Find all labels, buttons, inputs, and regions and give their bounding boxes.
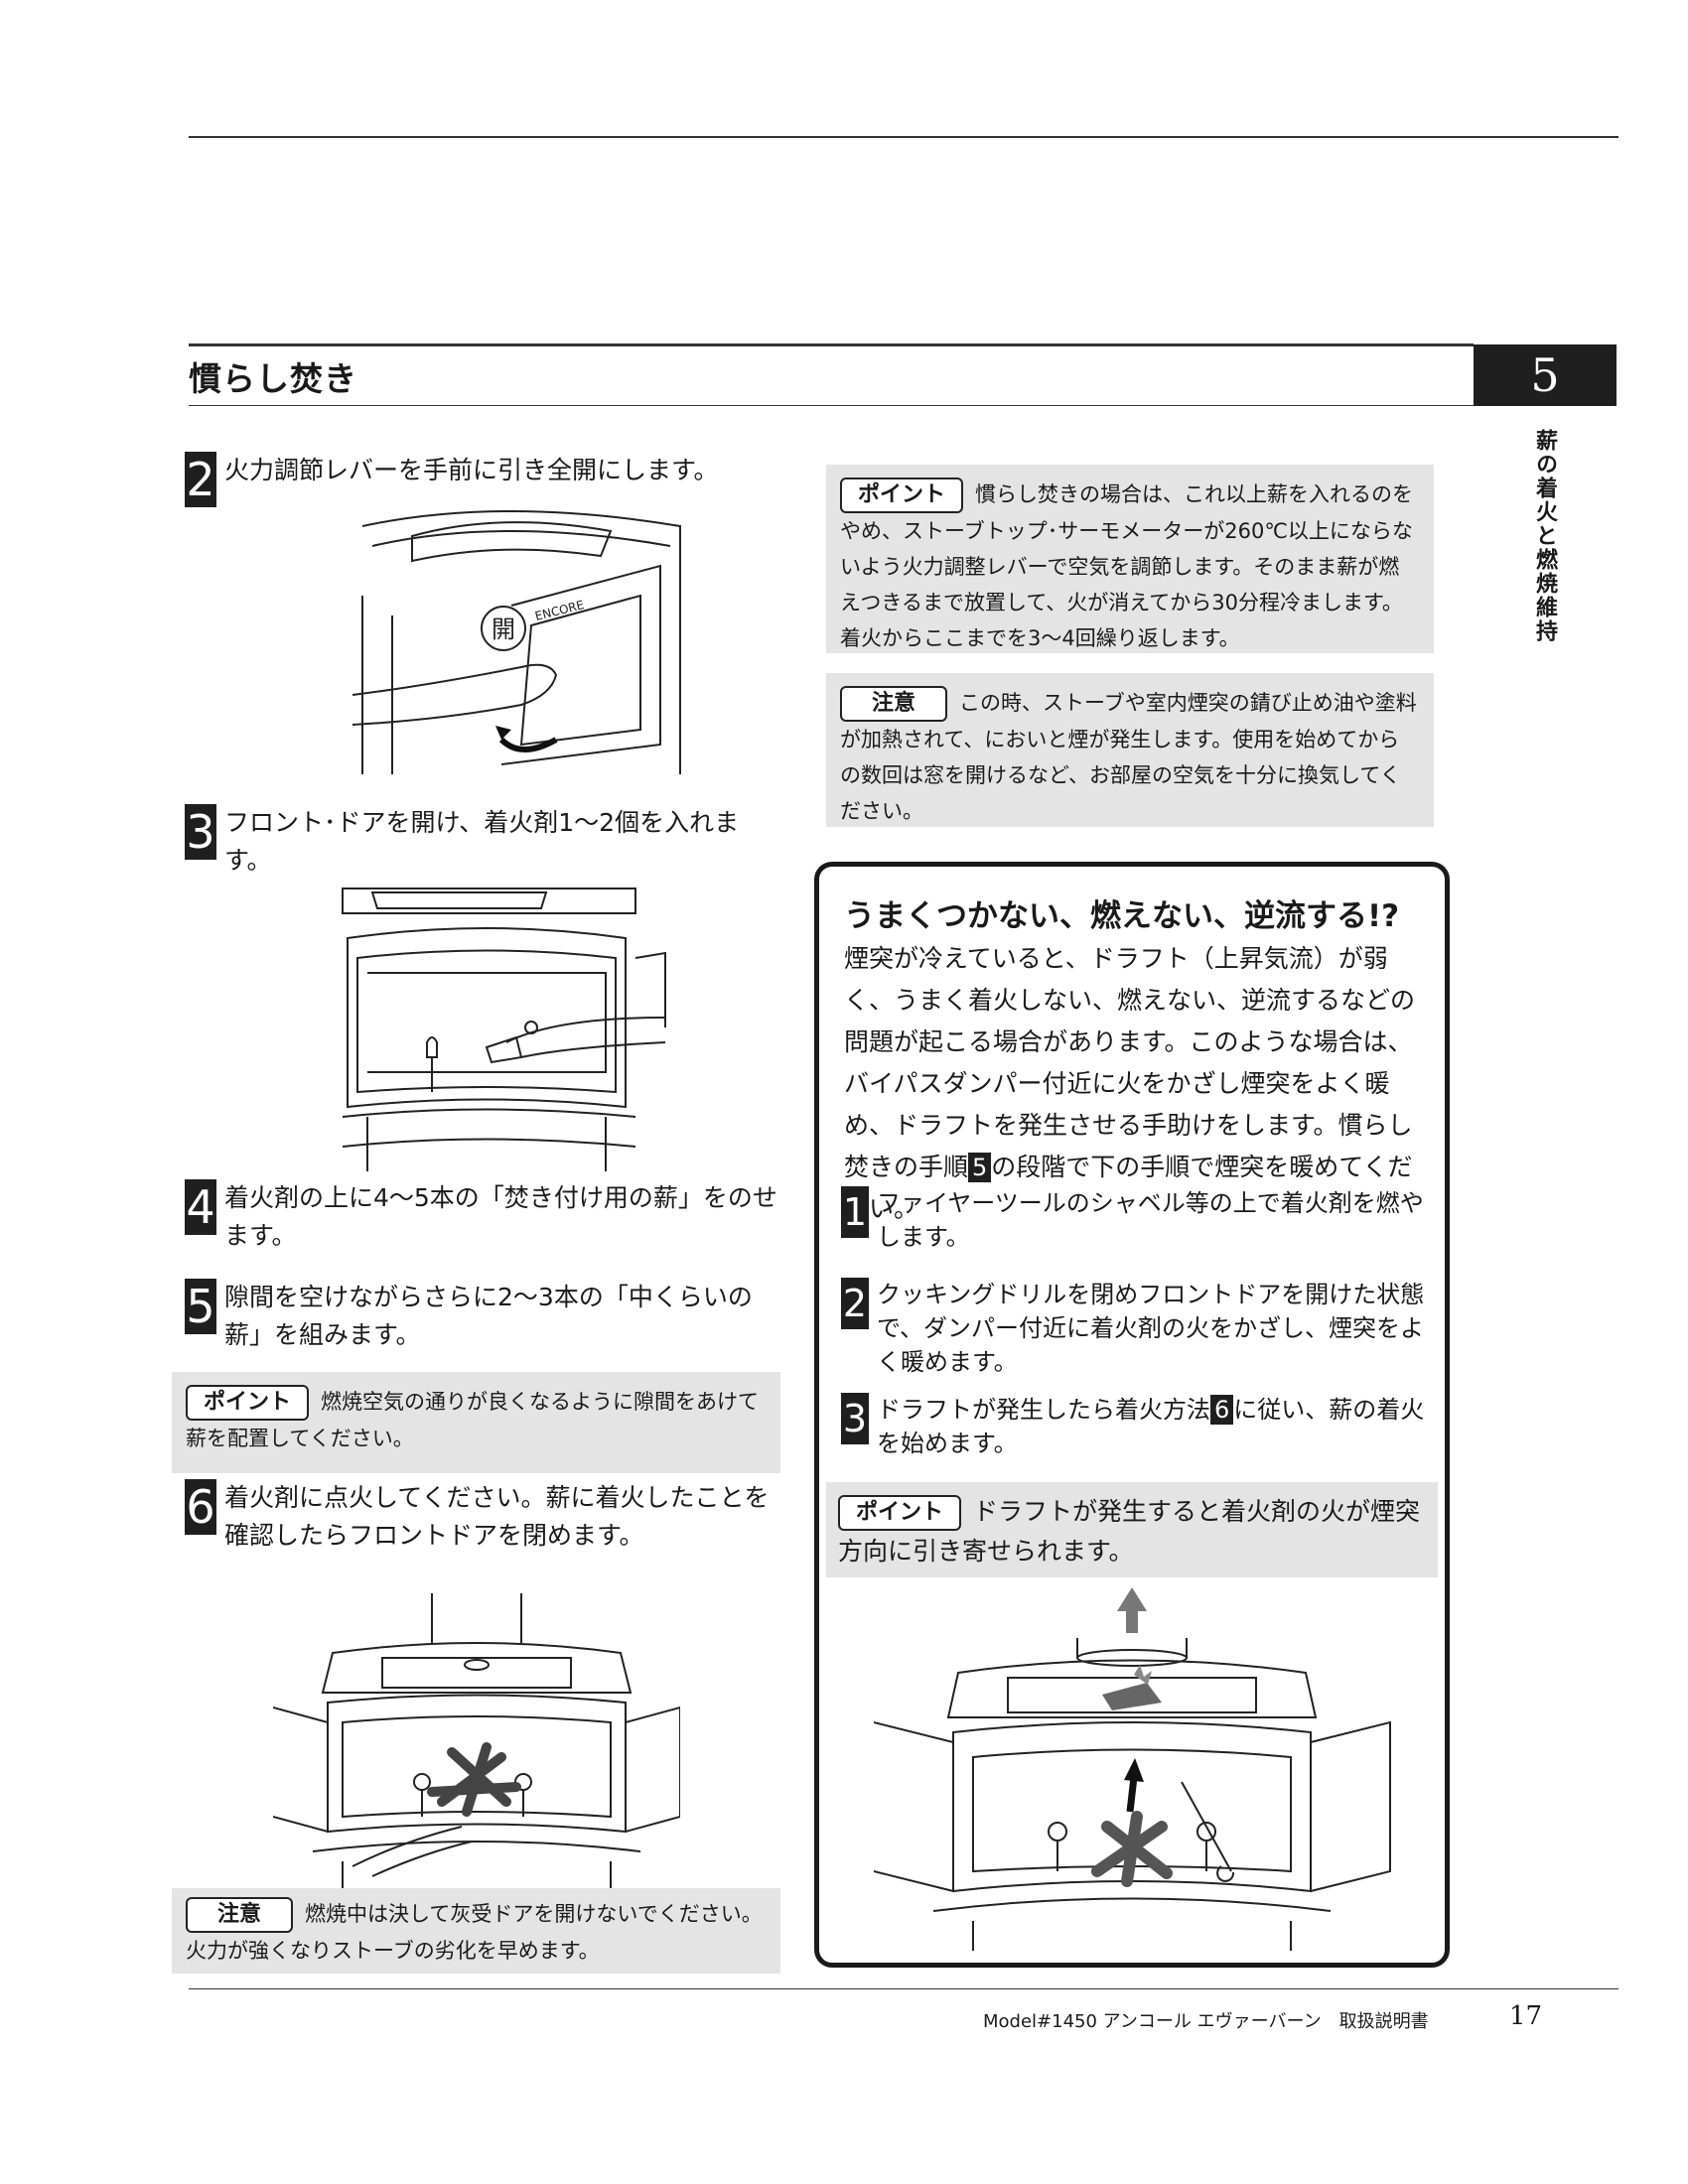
illustration-draft <box>874 1587 1391 1951</box>
step-number: 1 <box>841 1186 869 1238</box>
section-title: 慣らし焚き <box>189 359 357 398</box>
caution-box-2: 注意この時、ストーブや室内煙突の錆び止め油や塗料が加熱されて、においと煙が発生し… <box>826 673 1434 827</box>
point-tag: ポイント <box>186 1385 310 1421</box>
trouble-body-text-after: の段階で下の手順で煙突を暖めてください。 <box>844 1153 1413 1223</box>
point-box-2: ポイント慣らし焚きの場合は、これ以上薪を入れるのをやめ、ストーブトップ･サーモメ… <box>826 465 1434 653</box>
chapter-number: 5 <box>1474 344 1617 406</box>
brand-label: ENCORE <box>533 598 585 623</box>
step-text: フロント･ドアを開け、着火剤1〜2個を入れます。 <box>224 808 740 875</box>
step-text: 着火剤に点火してください。薪に着火したことを確認したらフロントドアを閉めます。 <box>224 1483 770 1550</box>
page-number: 17 <box>1509 2001 1543 2031</box>
point-text: 慣らし焚きの場合は、これ以上薪を入れるのをやめ、ストーブトップ･サーモメーターが… <box>840 482 1414 650</box>
step-6: 6 着火剤に点火してください。薪に着火したことを確認したらフロントドアを閉めます… <box>185 1479 780 1555</box>
step-ref: 6 <box>1210 1395 1234 1425</box>
step-number: 4 <box>185 1179 216 1235</box>
trouble-body-ref: 5 <box>968 1153 992 1182</box>
chapter-vertical-label: 薪の着火と燃焼維持 <box>1532 429 1558 643</box>
point-text: ドラフトが発生すると着火剤の火が煙突方向に引き寄せられます。 <box>838 1497 1421 1566</box>
troubleshooting-box: うまくつかない、燃えない、逆流する!? 煙突が冷えていると、ドラフト（上昇気流）… <box>814 862 1450 1968</box>
trouble-body-text: 煙突が冷えていると、ドラフト（上昇気流）が弱く、うまく着火しない、燃えない、逆流… <box>844 944 1416 1181</box>
step-text: 火力調節レバーを手前に引き全開にします。 <box>224 456 719 484</box>
illustration-lighting <box>273 1593 680 1891</box>
step-number: 3 <box>841 1393 869 1444</box>
point-tag: ポイント <box>838 1495 962 1531</box>
trouble-body: 煙突が冷えていると、ドラフト（上昇気流）が弱く、うまく着火しない、燃えない、逆流… <box>844 938 1430 1230</box>
illustration-lever: ENCORE 開 <box>352 510 681 774</box>
point-box-1: ポイント燃焼空気の通りが良くなるように隙間をあけて薪を配置してください。 <box>172 1372 780 1473</box>
caution-tag: 注意 <box>186 1897 294 1933</box>
point-box-3: ポイントドラフトが発生すると着火剤の火が煙突方向に引き寄せられます。 <box>826 1482 1438 1577</box>
caution-tag: 注意 <box>840 686 948 722</box>
top-rule <box>189 136 1618 138</box>
trouble-title: うまくつかない、燃えない、逆流する!? <box>844 898 1400 934</box>
caution-text: この時、ストーブや室内煙突の錆び止め油や塗料が加熱されて、においと煙が発生します… <box>840 691 1417 823</box>
step-number: 2 <box>841 1278 869 1329</box>
step-number: 3 <box>185 804 216 860</box>
step-4: 4 着火剤の上に4〜5本の「焚き付け用の薪」をのせます。 <box>185 1179 780 1255</box>
illustration-firestarter <box>342 887 666 1171</box>
caution-box-1: 注意燃焼中は決して灰受ドアを開けないでください。火力が強くなりストーブの劣化を早… <box>172 1888 780 1974</box>
step-3: 3 フロント･ドアを開け、着火剤1〜2個を入れます。 <box>185 804 780 880</box>
section-rule-top <box>189 343 1474 346</box>
point-text: 燃焼空気の通りが良くなるように隙間をあけて薪を配置してください。 <box>186 1390 760 1450</box>
point-tag: ポイント <box>840 478 964 513</box>
open-label: 開 <box>492 615 515 643</box>
step-5: 5 隙間を空けながらさらに2〜3本の「中くらいの薪」を組みます。 <box>185 1279 780 1354</box>
step-2: 2 火力調節レバーを手前に引き全開にします。 <box>185 452 780 507</box>
step-text: ファイヤーツールのシャベル等の上で着火剤を燃やします。 <box>877 1189 1424 1251</box>
section-rule-bottom <box>189 405 1474 406</box>
step-text-part: ドラフトが発生したら着火方法 <box>877 1396 1210 1424</box>
step-text-part-after: に従い、薪の着火を始めます。 <box>877 1396 1425 1457</box>
trouble-step-1: 1 ファイヤーツールのシャベル等の上で着火剤を燃やします。 <box>841 1186 1427 1254</box>
step-number: 5 <box>185 1279 216 1334</box>
step-text: 隙間を空けながらさらに2〜3本の「中くらいの薪」を組みます。 <box>224 1283 753 1349</box>
trouble-step-2: 2 クッキングドリルを閉めフロントドアを開けた状態で、ダンパー付近に着火剤の火を… <box>841 1278 1427 1379</box>
step-text: 着火剤の上に4〜5本の「焚き付け用の薪」をのせます。 <box>224 1183 777 1250</box>
footer-rule <box>189 1988 1618 1989</box>
step-number: 6 <box>185 1479 216 1535</box>
step-text: クッキングドリルを閉めフロントドアを開けた状態で、ダンパー付近に着火剤の火をかざ… <box>877 1281 1425 1376</box>
caution-text: 燃焼中は決して灰受ドアを開けないでください。火力が強くなりストーブの劣化を早めま… <box>186 1902 763 1963</box>
footer-model: Model#1450 アンコール エヴァーバーン 取扱説明書 <box>983 2011 1429 2032</box>
step-number: 2 <box>185 452 216 507</box>
